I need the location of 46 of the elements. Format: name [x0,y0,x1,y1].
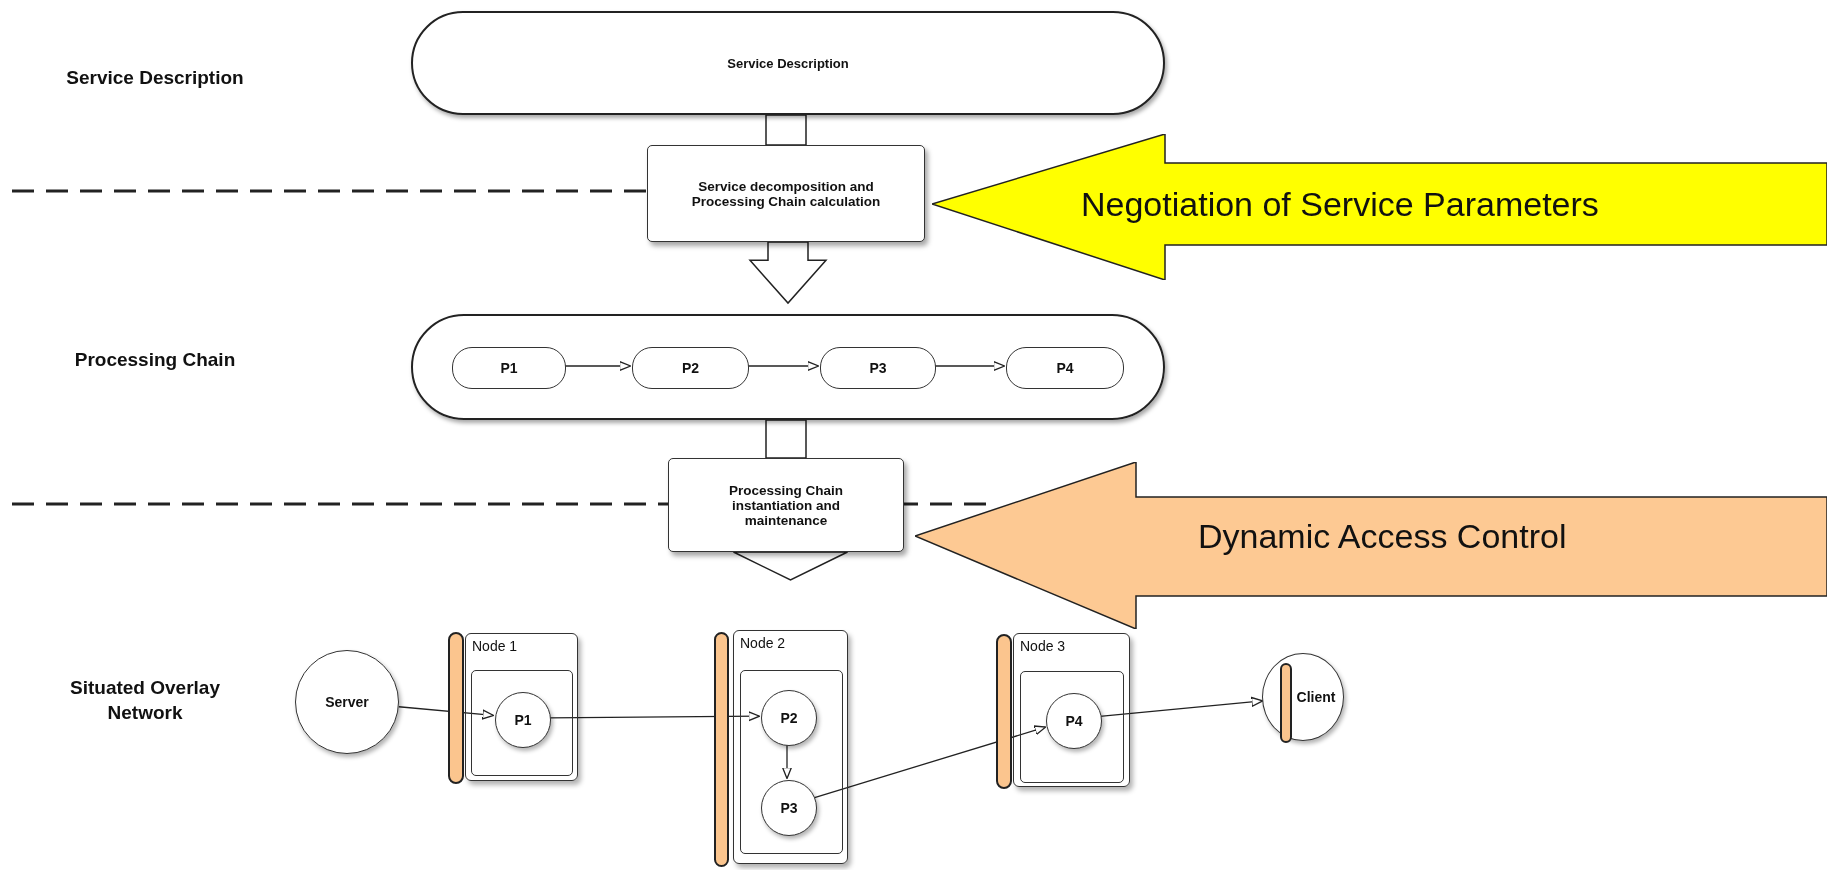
host-node-box [733,630,848,864]
layer-label: Service Description [65,66,245,90]
node-label: Client [1295,689,1336,705]
node-label: Server [324,694,370,710]
process-pill [632,347,749,389]
node-label: P1 [513,712,533,728]
node-label: P3 [868,360,888,376]
host-node-box [1013,633,1130,787]
node-label: Processing Chain instantiation and maintenance [727,482,844,528]
process-box [668,458,904,552]
arrow-label: Dynamic Access Control [1198,516,1567,556]
node-title: Node 2 [739,634,786,651]
block-arrow [748,241,828,305]
interface-bar [714,632,729,867]
node-label: P4 [1064,713,1084,729]
arrow-label: Negotiation of Service Parameters [1081,184,1599,224]
node-label: P1 [499,360,519,376]
node-label: P2 [779,710,799,726]
process-pill [820,347,936,389]
process-circle [1046,693,1102,749]
layer-label: Processing Chain [73,348,237,372]
node-label: P2 [680,360,701,376]
node-label: P3 [779,800,799,816]
node-title: Node 3 [1019,637,1066,654]
interface-bar [448,632,464,784]
inner-box [740,670,843,854]
process-box [647,145,925,242]
node-title: Node 1 [471,637,518,654]
node-label: Service decomposition and Processing Chain calculation [690,178,882,209]
process-pill [1006,347,1124,389]
process-circle [495,692,551,748]
block-arrow [765,419,807,459]
layer-label: Situated Overlay Network [69,676,221,725]
block-arrow [765,114,807,146]
interface-bar [1280,663,1292,743]
inner-box [471,670,573,776]
interface-bar [996,634,1012,789]
arrow [813,725,1047,799]
node-label: Service Description [726,55,850,71]
process-circle [761,780,817,836]
host-node-box [465,633,578,781]
inner-box [1020,671,1124,783]
process-circle [761,690,817,746]
process-pill [452,347,566,389]
block-arrow [732,551,849,581]
node-label: P4 [1055,360,1075,376]
